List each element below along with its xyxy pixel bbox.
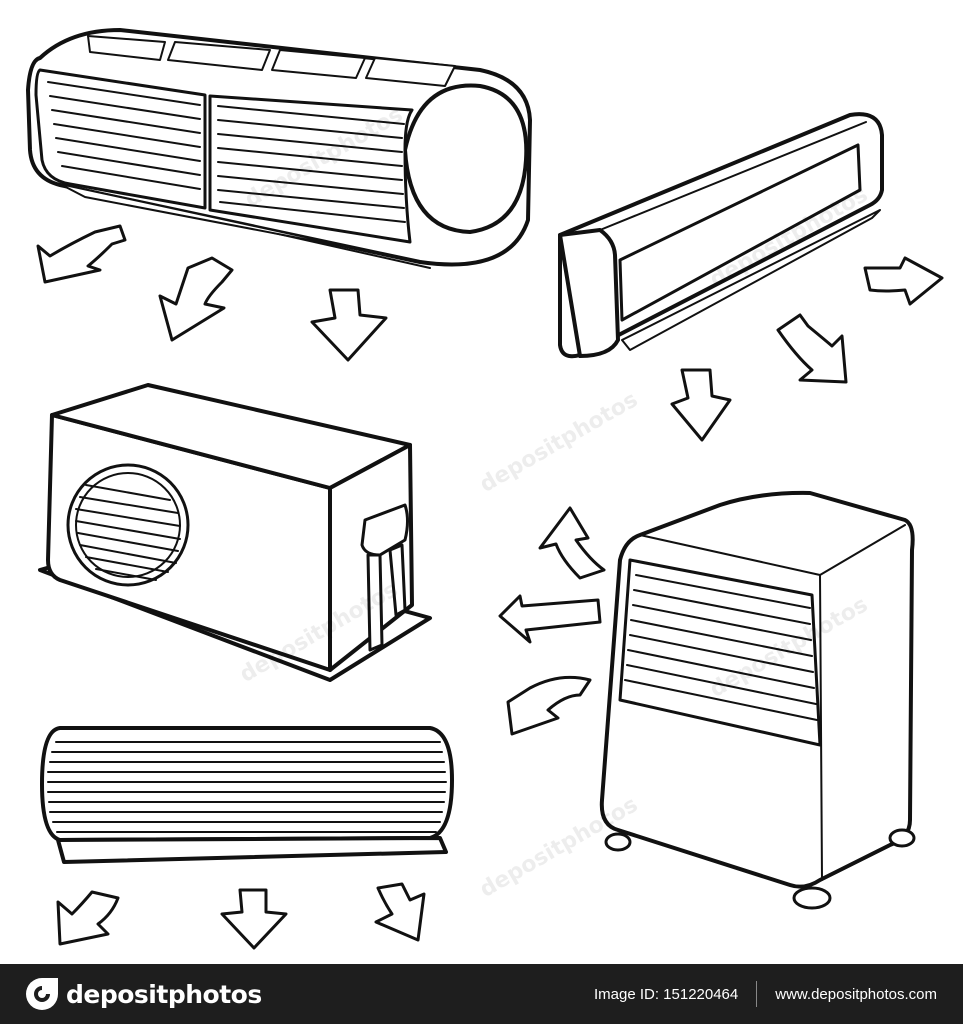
- brand-name: depositphotos: [66, 979, 262, 1009]
- outdoor-ac-unit: [38, 383, 432, 682]
- footer-divider: [756, 981, 758, 1007]
- portable-ac-unit: [599, 490, 916, 910]
- air-flow-arrow-icon: [670, 256, 944, 442]
- air-conditioner-illustration: [26, 28, 944, 950]
- air-flow-arrow-icon: [498, 506, 606, 736]
- brand-logo[interactable]: depositphotos: [24, 976, 262, 1012]
- split-ac-indoor-unit: [26, 28, 532, 269]
- logo-mark-icon: [26, 978, 58, 1010]
- footer-bar: depositphotos Image ID: 151220464 www.de…: [0, 964, 963, 1024]
- air-flow-arrow-icon: [36, 224, 388, 362]
- site-link[interactable]: www.depositphotos.com: [775, 985, 937, 1003]
- air-flow-arrow-icon: [56, 882, 426, 950]
- long-indoor-ac-unit: [40, 726, 454, 864]
- slim-wall-ac-unit: [558, 112, 884, 359]
- image-id-label: Image ID: 151220464: [593, 985, 739, 1003]
- footer-info: Image ID: 151220464 www.depositphotos.co…: [594, 981, 937, 1007]
